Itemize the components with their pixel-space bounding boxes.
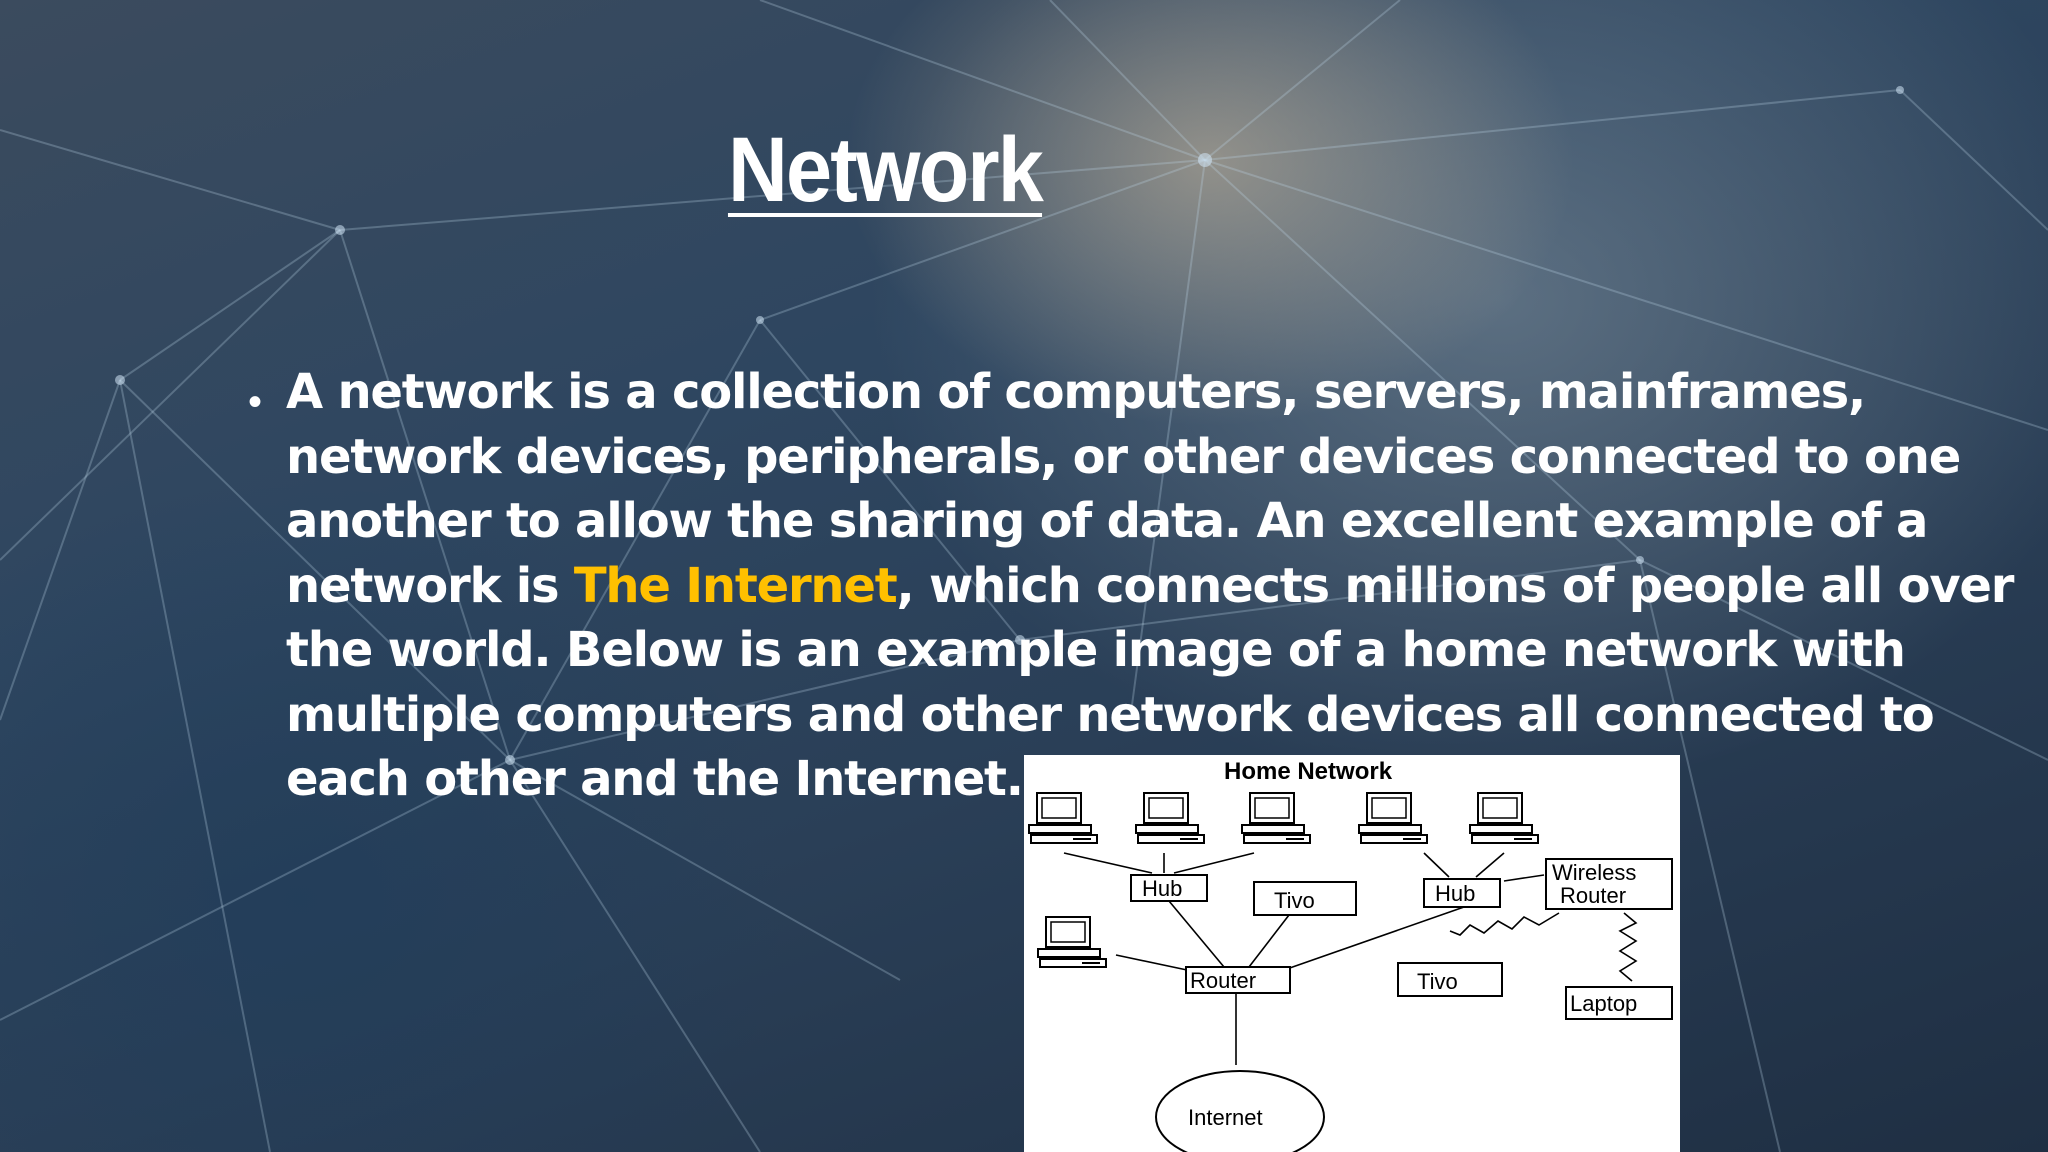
bullet-text: A network is a collection of computers, … [286,360,2014,812]
bullet-line: another to allow the sharing of data. An… [286,493,1928,549]
tivo-bottom-label: Tivo [1417,969,1458,994]
diagram-svg: Home Network [1028,758,1673,1152]
diagram-title: Home Network [1224,758,1393,785]
hub-left-label: Hub [1142,876,1182,901]
slide-title: Network [727,119,1044,221]
bullet-marker: • [248,380,263,424]
computer-icon [1469,792,1539,844]
home-network-diagram: Home Network [1024,755,1680,1152]
bullet-line: network devices, peripherals, or other d… [286,428,1961,485]
computer-icon [1037,916,1107,968]
internet-label: Internet [1188,1105,1263,1130]
tivo-top-label: Tivo [1274,888,1315,913]
bullet-line: A network is a collection of computers, … [286,364,1866,420]
router-label: Router [1190,968,1256,993]
bullet-line: multiple computers and other network dev… [286,686,1935,743]
computer-icon [1241,792,1311,844]
computer-icon [1135,792,1205,844]
line-text: network is [286,557,574,614]
bullet-line: the world. Below is an example image of … [286,622,1906,678]
line-text: , which connects millions of people all … [896,557,2015,614]
highlight-internet: The Internet [573,557,898,614]
wireless-router-label-line2: Router [1560,883,1626,908]
laptop-label: Laptop [1570,991,1637,1016]
computer-icon [1358,792,1428,844]
hub-right-label: Hub [1435,881,1475,906]
computer-icon [1028,792,1098,844]
bullet-line: each other and the Internet. [286,751,1024,807]
bullet-line: network is The Internet, which connects … [286,554,2014,619]
wireless-router-label-line1: Wireless [1552,860,1636,885]
